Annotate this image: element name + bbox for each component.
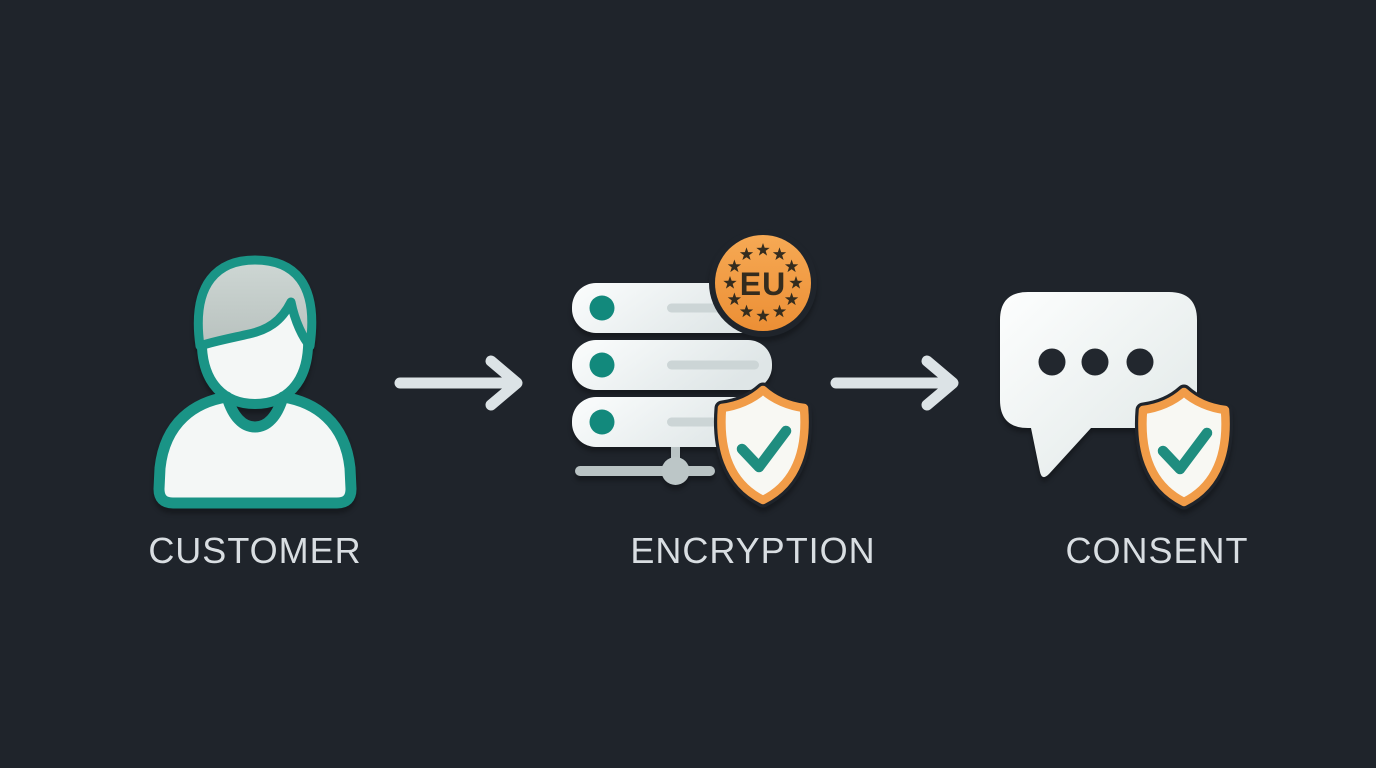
server-stack-icon: EU	[572, 229, 817, 522]
typing-dots	[1038, 348, 1154, 376]
eu-badge-icon: EU	[709, 229, 817, 337]
speech-bubble	[1000, 292, 1197, 478]
arrow-right-icon	[394, 355, 523, 411]
speech-bubble-icon	[1000, 292, 1275, 535]
shield-check-icon	[721, 390, 804, 500]
server-led	[589, 352, 615, 378]
arrow-right-icon	[830, 355, 959, 411]
shield-check-icon	[1142, 392, 1225, 502]
step-label-consent: CONSENT	[1065, 530, 1249, 571]
eu-badge-text: EU	[740, 266, 786, 302]
person-hair	[193, 255, 317, 351]
server-led	[589, 295, 615, 321]
step-label-customer: CUSTOMER	[148, 530, 362, 571]
server-led	[589, 409, 615, 435]
person-icon	[153, 255, 357, 509]
step-label-encryption: ENCRYPTION	[630, 530, 876, 571]
person-body	[153, 391, 357, 509]
